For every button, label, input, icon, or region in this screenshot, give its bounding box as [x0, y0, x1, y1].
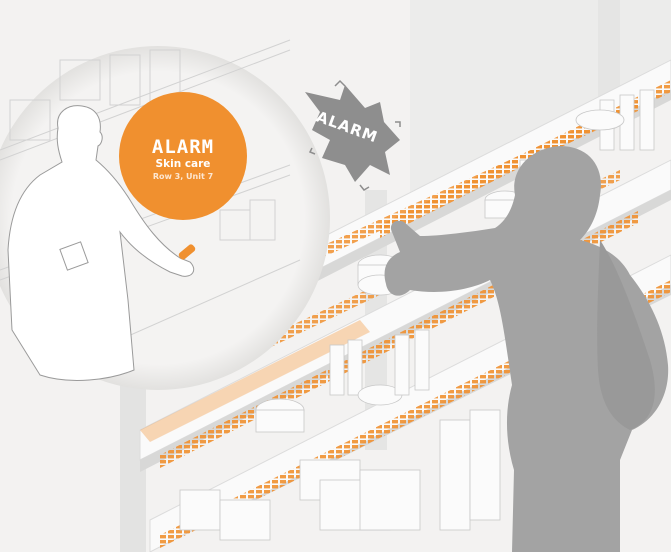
alarm-callout-bubble — [119, 92, 247, 220]
staff-zoom-circle — [0, 39, 330, 390]
handheld-device — [178, 244, 196, 260]
callout-location: Row 3, Unit 7 — [152, 172, 214, 181]
alarm-callout: ALARM Skin care Row 3, Unit 7 — [131, 136, 235, 182]
shopper-figure — [384, 146, 669, 552]
shopper-bag — [597, 240, 655, 430]
callout-category: Skin care — [155, 158, 211, 170]
alarm-burst — [305, 79, 401, 191]
callout-title: ALARM — [151, 136, 215, 158]
staff-member-figure — [7, 105, 195, 381]
id-badge — [59, 241, 89, 271]
